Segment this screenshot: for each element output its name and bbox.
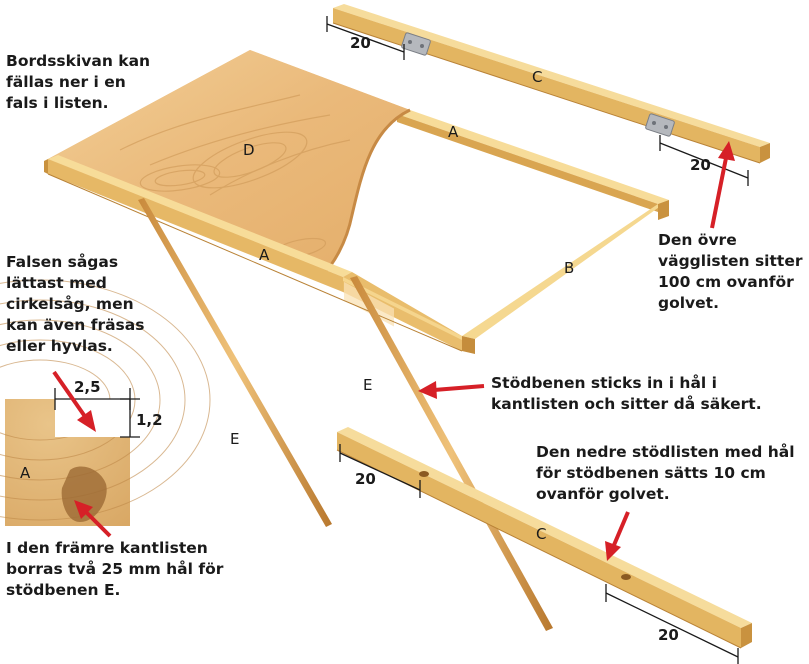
upper-wall-strip [332,4,770,164]
arrow-legs-inserted [418,381,485,399]
note-lower-strip: Den nedre stödlisten med hål för stödben… [536,442,795,505]
note-line: eller hyvlas. [6,337,113,355]
note-line: 100 cm ovanför [658,273,794,291]
note-line: cirkelsåg, men [6,295,134,313]
leg-right [350,276,553,631]
note-line: kantlisten och sitter då säkert. [491,395,762,413]
note-line: stödbenen E. [6,581,121,599]
tabletop-plywood [48,50,411,274]
dim-lower-left: 20 [355,470,376,488]
arrow-lower-strip [605,511,630,561]
upper-strip-hinge-left [401,32,431,56]
label-a-front: A [259,246,270,264]
note-line: Stödbenen sticks in i hål i [491,374,717,392]
dimension-lines [326,16,749,664]
note-line: golvet. [658,294,719,312]
note-line: Den övre [658,231,737,249]
note-line: vägglisten sitter [658,252,803,270]
table-frame [397,110,669,354]
label-e-right: E [363,376,372,394]
note-line: lättast med [6,274,107,292]
note-folding: Bordsskivan kan fällas ner i en fals i l… [6,51,150,114]
label-b: B [564,259,574,277]
note-legs-inserted: Stödbenen sticks in i hål i kantlisten o… [491,373,762,415]
note-line: Falsen sågas [6,253,119,271]
arrow-holes [74,500,112,538]
note-rabbet: Falsen sågas lättast med cirkelsåg, men … [6,252,144,357]
arrow-upper-strip [710,141,735,229]
upper-strip-hinge-right [645,113,675,137]
note-holes: I den främre kantlisten borras två 25 mm… [6,538,223,601]
label-a-detail: A [20,464,31,482]
dim-upper-left: 20 [350,34,371,52]
dim-rabbet-width: 2,5 [74,378,101,396]
label-c-lower: C [536,525,546,543]
front-rail-a [44,155,463,352]
leg-left [138,198,332,527]
note-line: borras två 25 mm hål för [6,560,224,578]
note-line: kan även fräsas [6,316,145,334]
label-d: D [243,141,255,159]
note-line: Den nedre stödlisten med hål [536,443,795,461]
label-a-back: A [448,123,459,141]
note-line: ovanför golvet. [536,485,670,503]
note-line: för stödbenen sätts 10 cm [536,464,766,482]
dim-upper-right: 20 [690,156,711,174]
rabbet-detail [0,279,211,526]
label-c-upper: C [532,68,542,86]
note-upper-strip: Den övre vägglisten sitter 100 cm ovanfö… [658,230,802,314]
note-line: I den främre kantlisten [6,539,208,557]
note-line: fällas ner i en [6,73,126,91]
note-line: fals i listen. [6,94,109,112]
label-e-left: E [230,430,239,448]
lower-support-strip [336,427,752,649]
note-line: Bordsskivan kan [6,52,151,70]
dim-rabbet-depth: 1,2 [136,411,163,429]
dim-lower-right: 20 [658,626,679,644]
arrow-rabbet [52,370,96,432]
